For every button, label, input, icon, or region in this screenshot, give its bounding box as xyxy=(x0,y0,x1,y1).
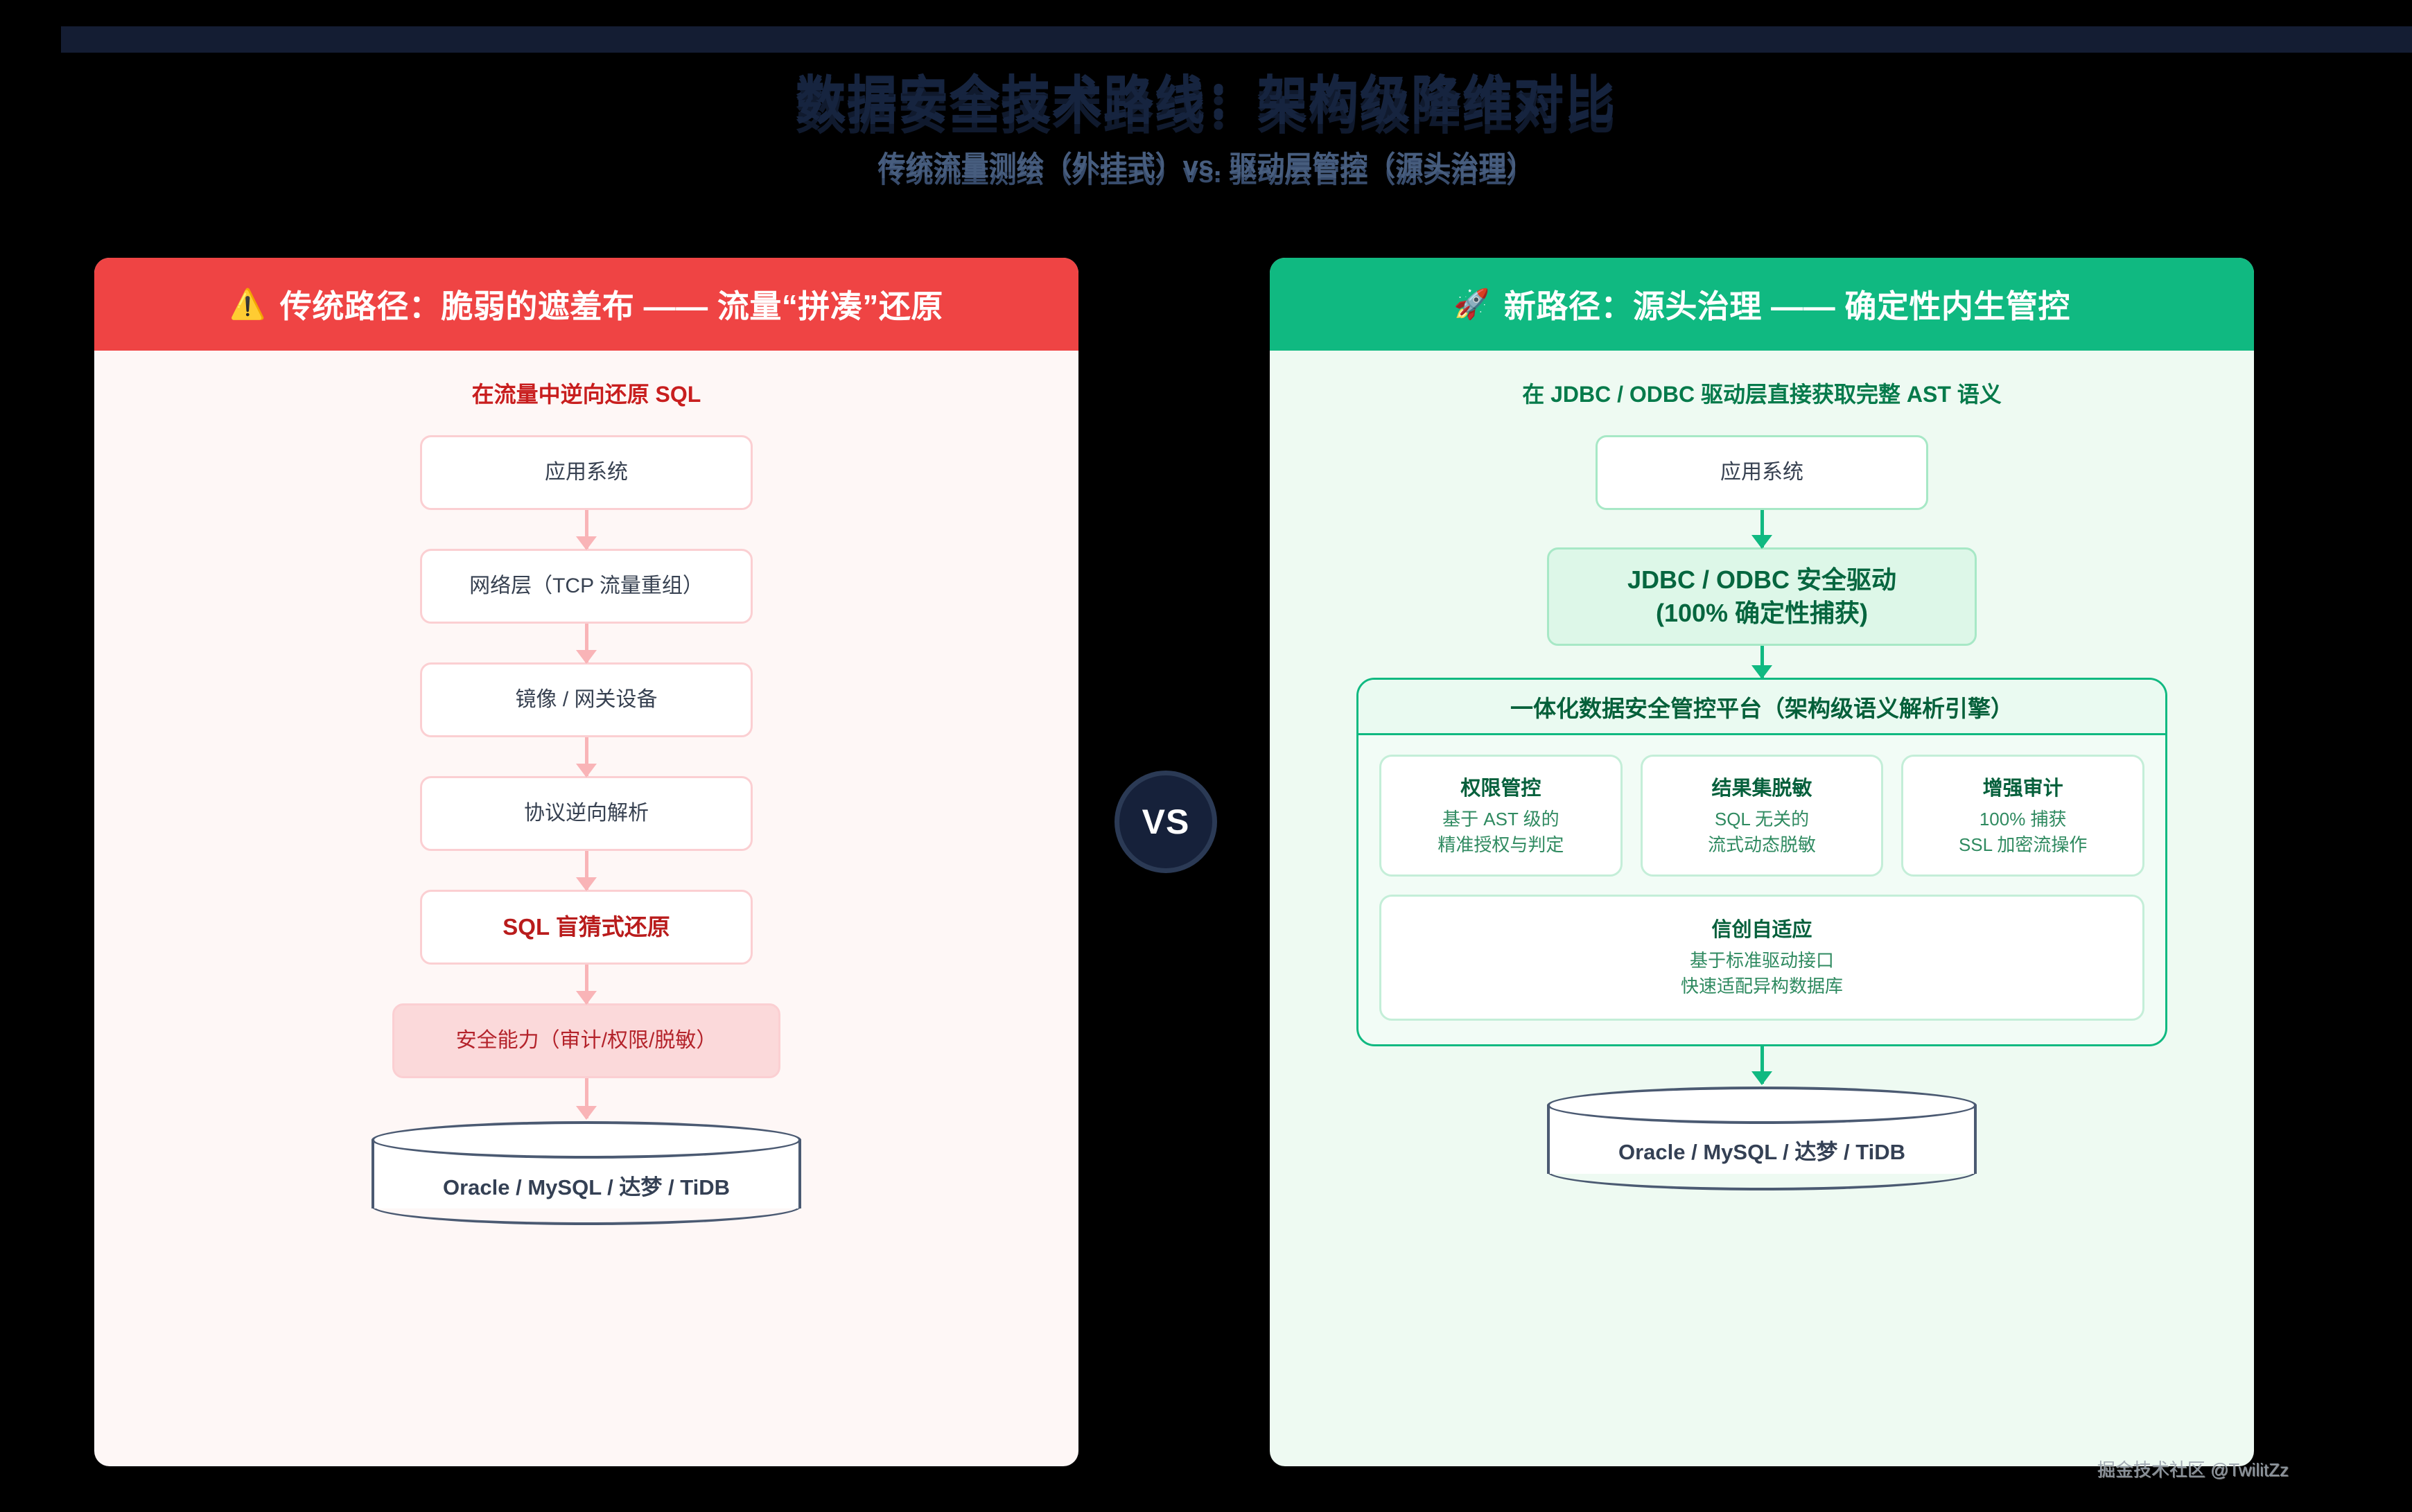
platform-container: 一体化数据安全管控平台（架构级语义解析引擎） 权限管控 基于 AST 级的 精准… xyxy=(1356,678,2167,1046)
flow-arrow xyxy=(1751,510,1772,549)
capability-line-2: 流式动态脱敏 xyxy=(1708,834,1817,855)
traditional-caption: 在流量中逆向还原 SQL xyxy=(471,382,701,407)
flow-node-sql-guess: SQL 盲猜式还原 xyxy=(420,890,753,965)
flow-node-protocol-reverse: 协议逆向解析 xyxy=(420,776,753,851)
new-flow: 应用系统 JDBC / ODBC 安全驱动 (100% 确定性捕获) 一体化数据… xyxy=(1311,435,2212,1190)
capability-line-2: 精准授权与判定 xyxy=(1437,834,1564,855)
flow-arrow xyxy=(576,624,597,664)
flow-node-jdbc-odbc-driver: JDBC / ODBC 安全驱动 (100% 确定性捕获) xyxy=(1547,547,1977,646)
database-cylinder: Oracle / MySQL / 达梦 / TiDB xyxy=(1547,1086,1977,1190)
capability-card-masking: 结果集脱敏 SQL 无关的 流式动态脱敏 xyxy=(1640,755,1884,877)
wide-capability-row: 信创自适应 基于标准驱动接口 快速适配异构数据库 xyxy=(1358,877,2165,1044)
warning-icon: ⚠️ xyxy=(229,288,266,320)
database-cylinder: Oracle / MySQL / 达梦 / TiDB xyxy=(372,1121,801,1225)
capability-card-xinchuang: 信创自适应 基于标准驱动接口 快速适配异构数据库 xyxy=(1379,894,2144,1021)
capability-line-1: 基于标准驱动接口 xyxy=(1689,949,1834,971)
traditional-panel-body: 在流量中逆向还原 SQL 应用系统 网络层（TCP 流量重组） 镜像 / 网关设… xyxy=(94,351,1078,1225)
new-caption: 在 JDBC / ODBC 驱动层直接获取完整 AST 语义 xyxy=(1522,382,2002,407)
flow-arrow xyxy=(576,965,597,1005)
capability-card-permission: 权限管控 基于 AST 级的 精准授权与判定 xyxy=(1379,755,1623,877)
new-panel-title: 新路径：源头治理 —— 确定性内生管控 xyxy=(1503,288,2070,324)
flow-arrow xyxy=(576,1078,597,1120)
new-path-panel: 🚀 新路径：源头治理 —— 确定性内生管控 在 JDBC / ODBC 驱动层直… xyxy=(1270,258,2254,1466)
new-panel-header: 🚀 新路径：源头治理 —— 确定性内生管控 xyxy=(1270,258,2254,351)
page-title: 数据安全技术路线：架构级降维对比 xyxy=(795,75,1616,130)
capability-line-2: SSL 加密流操作 xyxy=(1958,834,2088,855)
capability-line-2: 快速适配异构数据库 xyxy=(1680,975,1843,996)
cylinder-top xyxy=(1547,1086,1977,1124)
flow-arrow xyxy=(576,737,597,777)
traditional-panel-header: ⚠️ 传统路径：脆弱的遮羞布 —— 流量“拼凑”还原 xyxy=(94,258,1078,351)
flow-node-app-system: 应用系统 xyxy=(1596,435,1928,510)
capability-title: 信创自适应 xyxy=(1711,918,1812,941)
capability-line-1: SQL 无关的 xyxy=(1714,809,1810,829)
rocket-icon: 🚀 xyxy=(1453,288,1490,320)
flow-arrow xyxy=(576,851,597,891)
top-bar xyxy=(61,26,2412,53)
traditional-path-panel: ⚠️ 传统路径：脆弱的遮羞布 —— 流量“拼凑”还原 在流量中逆向还原 SQL … xyxy=(94,258,1078,1466)
page-subtitle: 传统流量测绘（外挂式）vs. 驱动层管控（源头治理） xyxy=(877,150,1535,182)
flow-arrow xyxy=(576,510,597,550)
heading-block: 数据安全技术路线：架构级降维对比 传统流量测绘（外挂式）vs. 驱动层管控（源头… xyxy=(0,75,2412,184)
database-label: Oracle / MySQL / 达梦 / TiDB xyxy=(442,1175,731,1199)
traditional-panel-title: 传统路径：脆弱的遮羞布 —— 流量“拼凑”还原 xyxy=(279,288,943,324)
flow-arrow xyxy=(1751,646,1772,679)
flow-node-app-system: 应用系统 xyxy=(420,435,753,510)
driver-node-line-1: JDBC / ODBC 安全驱动 xyxy=(1627,565,1897,595)
flow-node-network-layer: 网络层（TCP 流量重组） xyxy=(420,549,753,624)
flow-node-mirror-gateway: 镜像 / 网关设备 xyxy=(420,662,753,737)
driver-node-line-2: (100% 确定性捕获) xyxy=(1655,599,1869,627)
cylinder-top xyxy=(372,1121,801,1159)
flow-arrow xyxy=(1751,1046,1772,1085)
capability-title: 结果集脱敏 xyxy=(1711,777,1812,800)
traditional-flow: 应用系统 网络层（TCP 流量重组） 镜像 / 网关设备 协议逆向解析 SQL … xyxy=(136,435,1037,1225)
capability-card-audit: 增强审计 100% 捕获 SSL 加密流操作 xyxy=(1901,755,2145,877)
capability-line-1: 基于 AST 级的 xyxy=(1442,809,1559,829)
capability-title: 权限管控 xyxy=(1460,777,1541,800)
platform-title: 一体化数据安全管控平台（架构级语义解析引擎） xyxy=(1358,680,2165,735)
capability-grid: 权限管控 基于 AST 级的 精准授权与判定 结果集脱敏 SQL 无关的 流式动… xyxy=(1358,735,2165,877)
flow-node-security-capability: 安全能力（审计/权限/脱敏） xyxy=(392,1003,780,1078)
database-label: Oracle / MySQL / 达梦 / TiDB xyxy=(1618,1140,1906,1165)
vs-badge: VS xyxy=(1115,771,1217,873)
watermark: 掘金技术社区 @TwilitZz xyxy=(2097,1459,2289,1480)
new-panel-body: 在 JDBC / ODBC 驱动层直接获取完整 AST 语义 应用系统 JDBC… xyxy=(1270,351,2254,1190)
capability-line-1: 100% 捕获 xyxy=(1979,809,2067,829)
capability-title: 增强审计 xyxy=(1982,777,2063,800)
